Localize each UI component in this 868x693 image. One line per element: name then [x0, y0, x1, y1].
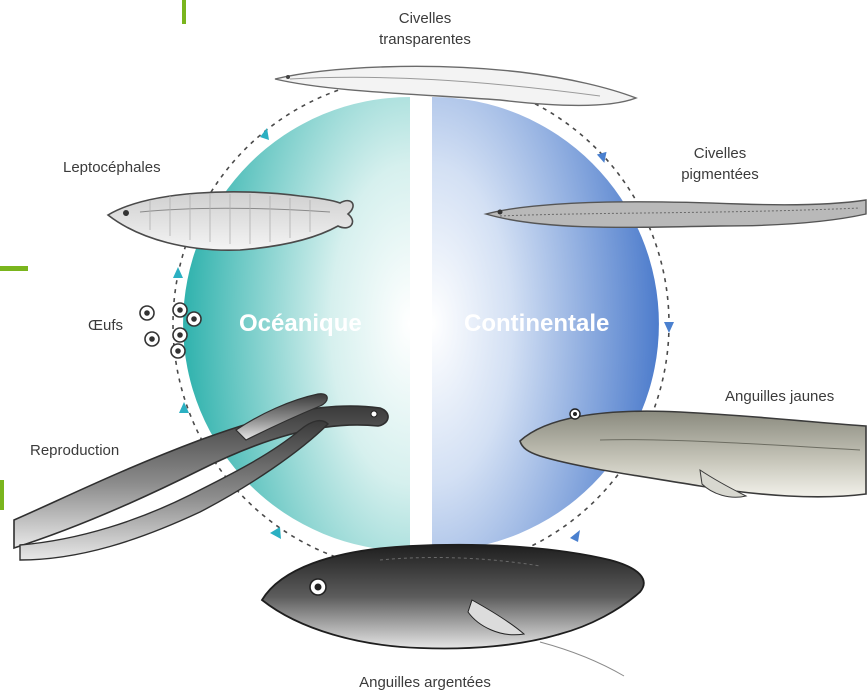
stage-label-line-1: Civelles — [660, 143, 780, 164]
stage-label-line-2: transparentes — [365, 29, 485, 50]
phase-label-continentale: Continentale — [464, 310, 609, 338]
eel-illustration-anguilles-argentees — [262, 545, 644, 676]
stage-label-line-1: Civelles — [365, 8, 485, 29]
stage-label-reproduction: Reproduction — [30, 440, 160, 461]
stage-label-leptocephales: Leptocéphales — [63, 157, 193, 178]
stage-label-civelles-transparentes: Civelles transparentes — [365, 8, 485, 50]
stage-label-civelles-pigmentees: Civelles pigmentées — [660, 143, 780, 185]
stage-label-anguilles-jaunes: Anguilles jaunes — [725, 386, 865, 407]
phase-label-oceanique: Océanique — [239, 310, 362, 338]
stage-label-oeufs: Œufs — [88, 315, 138, 336]
stage-label-anguilles-argentees: Anguilles argentées — [345, 672, 505, 693]
stage-label-line-2: pigmentées — [660, 164, 780, 185]
